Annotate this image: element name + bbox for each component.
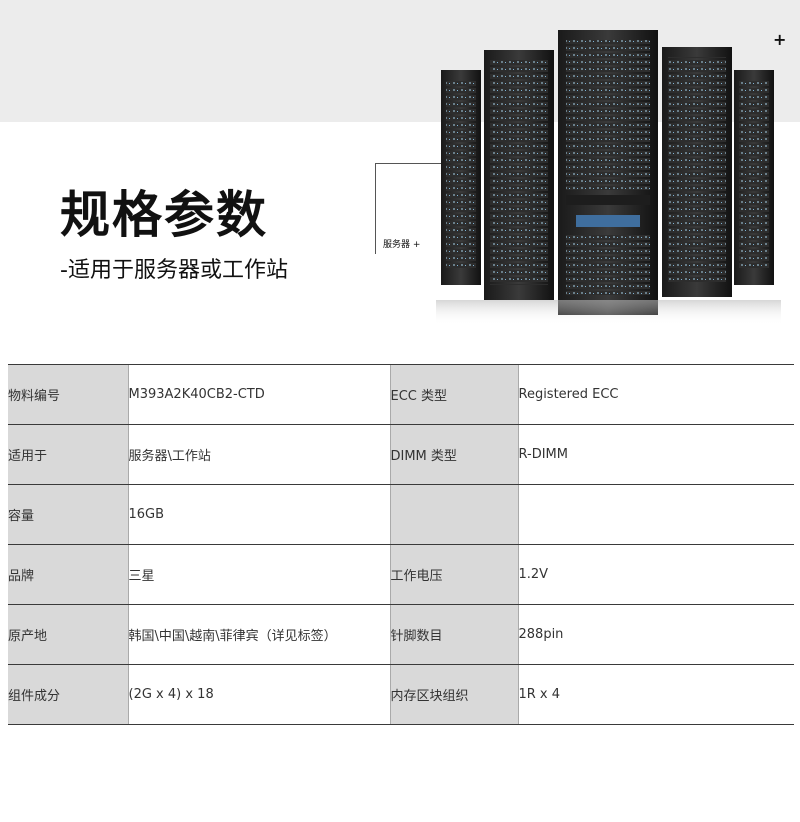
table-row: 物料编号 M393A2K40CB2-CTD ECC 类型 Registered … — [8, 364, 794, 425]
spec-value: M393A2K40CB2-CTD — [127, 364, 390, 425]
spec-value: 1R x 4 — [517, 664, 794, 725]
callout-label[interactable]: 服务器 + — [383, 240, 421, 250]
plus-icon[interactable]: + — [773, 30, 787, 49]
table-row: 适用于 服务器\工作站 DIMM 类型 R-DIMM — [8, 424, 794, 485]
spec-value: 1.2V — [517, 544, 794, 605]
spec-table: 物料编号 M393A2K40CB2-CTD ECC 类型 Registered … — [8, 364, 794, 725]
callout-bracket — [375, 163, 451, 254]
spec-label: 容量 — [8, 484, 128, 545]
spec-label: 针脚数目 — [389, 604, 518, 665]
spec-value: 16GB — [127, 484, 390, 545]
spec-value: 三星 — [127, 544, 390, 605]
spec-label: ECC 类型 — [389, 364, 518, 425]
spec-value: R-DIMM — [517, 424, 794, 485]
spec-value: (2G x 4) x 18 — [127, 664, 390, 725]
spec-label: 组件成分 — [8, 664, 128, 725]
spec-label: DIMM 类型 — [389, 424, 518, 485]
table-row: 品牌 三星 工作电压 1.2V — [8, 544, 794, 605]
spec-label: 工作电压 — [389, 544, 518, 605]
table-row: 原产地 韩国\中国\越南\菲律宾（详见标签） 针脚数目 288pin — [8, 604, 794, 665]
spec-value: 服务器\工作站 — [127, 424, 390, 485]
spec-value: Registered ECC — [517, 364, 794, 425]
page-title: 规格参数 — [60, 186, 268, 244]
spec-label: 物料编号 — [8, 364, 128, 425]
server-rack-image — [436, 30, 781, 325]
spec-label: 内存区块组织 — [389, 664, 518, 725]
spec-label: 品牌 — [8, 544, 128, 605]
spec-label — [389, 484, 518, 545]
spec-label: 适用于 — [8, 424, 128, 485]
spec-value — [517, 484, 794, 545]
spec-label: 原产地 — [8, 604, 128, 665]
spec-value: 韩国\中国\越南\菲律宾（详见标签） — [127, 604, 390, 665]
spec-value: 288pin — [517, 604, 794, 665]
table-row: 容量 16GB — [8, 484, 794, 545]
page-subtitle: -适用于服务器或工作站 — [60, 258, 288, 283]
table-row: 组件成分 (2G x 4) x 18 内存区块组织 1R x 4 — [8, 664, 794, 725]
